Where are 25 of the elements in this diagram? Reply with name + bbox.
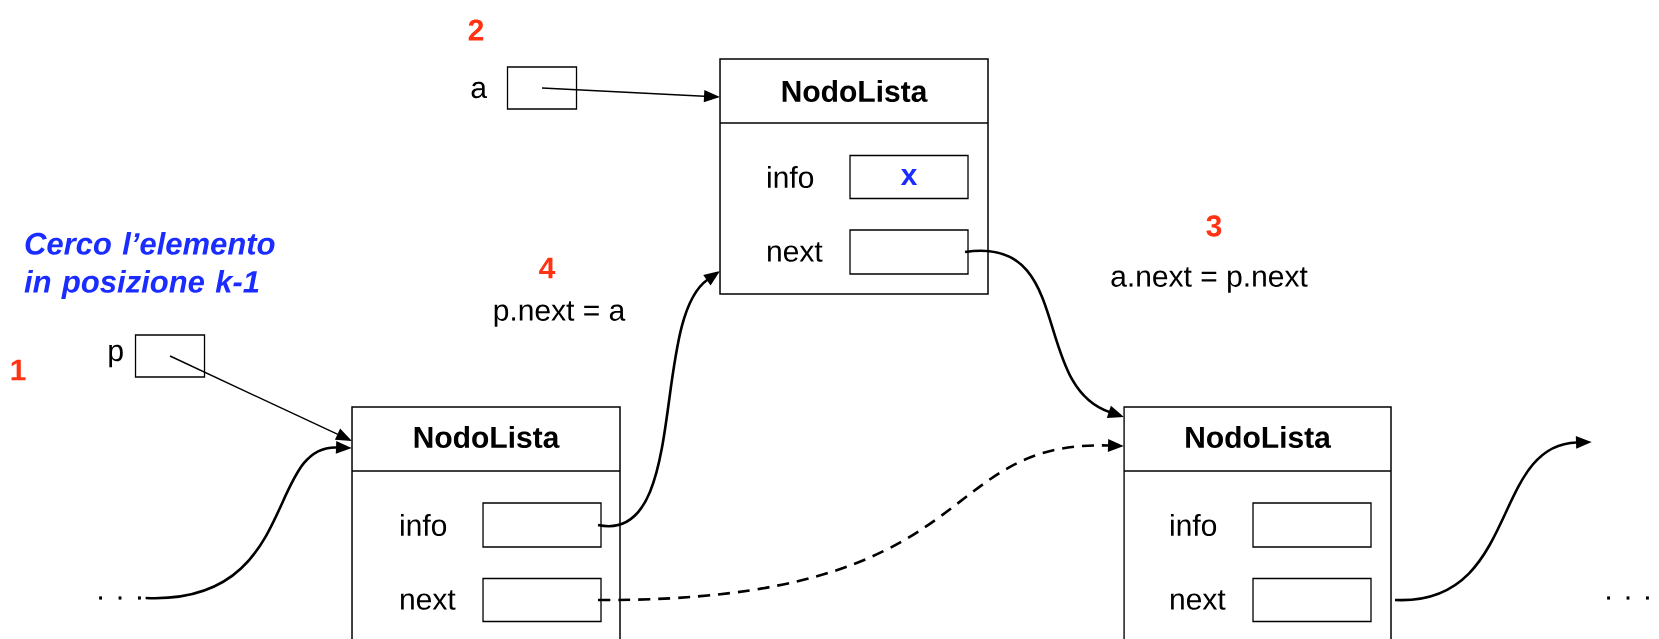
assignment-text: a.next = p.next — [1111, 267, 1308, 293]
field-label: next — [1171, 590, 1226, 610]
field-label: p — [109, 344, 123, 368]
field-box — [482, 577, 602, 623]
note-text: Cerco l’elemento in posizione k-1 — [24, 232, 275, 299]
field-label: next — [768, 242, 823, 262]
field-box — [506, 66, 578, 110]
field-box — [1252, 577, 1372, 623]
step-number: 4 — [539, 257, 556, 279]
field-box: x — [849, 154, 969, 200]
field-box — [849, 229, 969, 275]
assignment-text: p.next = a — [494, 301, 626, 327]
field-label: info — [1171, 514, 1217, 536]
step-number: 1 — [11, 359, 26, 381]
field-label: info — [401, 514, 447, 536]
ellipsis: . . . — [1607, 596, 1649, 600]
field-label: a — [471, 81, 487, 99]
field-label: next — [401, 590, 456, 610]
step-number: 2 — [468, 19, 484, 41]
ellipsis: . . . — [99, 596, 141, 600]
field-box — [134, 334, 206, 378]
step-number: 3 — [1206, 215, 1222, 237]
field-label: info — [768, 166, 814, 188]
field-box — [482, 502, 602, 548]
field-box — [1252, 502, 1372, 548]
